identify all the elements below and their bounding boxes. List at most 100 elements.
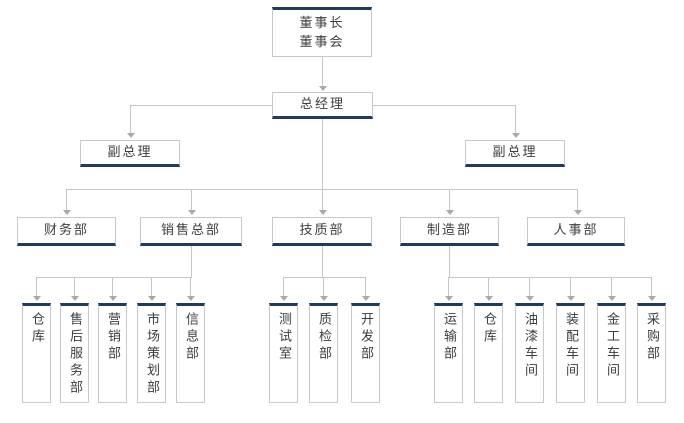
arrow-down-icon [319,86,327,91]
connector-line [577,189,578,210]
connector-line [74,277,75,297]
node-label: 董事会 [299,35,345,50]
node-label: 测试室 [276,312,291,363]
arrow-down-icon [188,210,196,215]
node-label: 财务部 [43,223,89,238]
connector-line [322,57,323,88]
node-label: 技质部 [299,223,345,238]
org-node-hr-dept: 人事部 [527,217,625,246]
arrow-down-icon [33,296,41,301]
arrow-down-icon [319,210,327,215]
connector-line [283,277,366,278]
connector-line [449,189,450,210]
connector-line [36,277,192,278]
org-node-test-room: 测试室 [269,303,298,403]
arrow-down-icon [512,133,520,138]
connector-line [151,277,152,297]
node-label: 人事部 [553,223,599,238]
connector-line [611,277,612,297]
org-node-market-planning-dept: 市场策划部 [137,303,166,403]
node-label: 油漆车间 [522,312,537,380]
connector-line [373,105,516,106]
node-label: 采购部 [644,312,659,363]
org-node-deputy-manager-left: 副总理 [80,140,180,167]
org-node-chairman-board: 董事长 董事会 [272,7,372,57]
arrow-down-icon [446,210,454,215]
org-node-tech-quality-dept: 技质部 [272,217,372,246]
node-label: 开发部 [358,312,373,363]
org-node-information-dept: 信息部 [176,303,205,403]
org-node-metalwork-workshop: 金工车间 [597,303,626,403]
arrow-down-icon [567,296,575,301]
node-label: 制造部 [426,223,472,238]
arrow-down-icon [445,296,453,301]
connector-line [448,277,449,297]
org-node-manufacturing-dept: 制造部 [400,217,499,246]
org-node-assembly-workshop: 装配车间 [556,303,585,403]
connector-line [191,189,192,210]
node-label: 营销部 [105,312,120,363]
arrow-down-icon [280,296,288,301]
node-label: 副总理 [492,145,538,160]
connector-line [651,277,652,297]
org-node-transport-dept: 运输部 [434,303,463,403]
connector-line [190,277,191,297]
connector-line [36,277,37,297]
arrow-down-icon [526,296,534,301]
arrow-down-icon [608,296,616,301]
connector-line [322,246,323,278]
arrow-down-icon [109,296,117,301]
org-node-warehouse-sales: 仓库 [22,303,51,403]
connector-line [130,105,273,106]
node-label: 销售总部 [160,223,221,238]
org-node-sales-hq: 销售总部 [140,217,242,246]
node-label: 运输部 [441,312,456,363]
connector-line [570,277,571,297]
connector-line [322,119,323,189]
node-label: 总经理 [299,97,345,112]
arrow-down-icon [63,210,71,215]
connector-line [66,189,67,210]
node-label: 售后服务部 [67,312,82,397]
connector-line [529,277,530,297]
arrow-down-icon [648,296,656,301]
connector-line [283,277,284,297]
arrow-down-icon [574,210,582,215]
connector-line [322,189,323,210]
node-label: 仓库 [481,312,496,346]
node-label: 信息部 [183,312,198,363]
node-label: 仓库 [29,312,44,346]
node-label: 董事长 [299,16,345,31]
arrow-down-icon [320,296,328,301]
org-node-quality-inspection-dept: 质检部 [309,303,338,403]
org-node-deputy-manager-right: 副总理 [465,140,565,167]
connector-line [365,277,366,297]
org-node-purchasing-dept: 采购部 [637,303,666,403]
org-node-general-manager: 总经理 [272,92,373,119]
node-label: 副总理 [107,145,153,160]
org-node-paint-workshop: 油漆车间 [515,303,544,403]
node-label: 市场策划部 [144,312,159,397]
connector-line [191,246,192,278]
arrow-down-icon [71,296,79,301]
connector-line [449,246,450,278]
org-node-marketing-dept: 营销部 [98,303,127,403]
arrow-down-icon [127,133,135,138]
org-node-finance-dept: 财务部 [17,217,116,246]
org-node-warehouse-manufacturing: 仓库 [474,303,503,403]
node-label: 质检部 [316,312,331,363]
node-label: 金工车间 [604,312,619,380]
connector-line [448,277,652,278]
org-node-development-dept: 开发部 [351,303,380,403]
connector-line [323,277,324,297]
arrow-down-icon [485,296,493,301]
arrow-down-icon [148,296,156,301]
node-label: 装配车间 [563,312,578,380]
connector-line [488,277,489,297]
org-node-after-sales-service-dept: 售后服务部 [60,303,89,403]
connector-line [515,105,516,133]
arrow-down-icon [362,296,370,301]
connector-line [130,105,131,133]
connector-line [112,277,113,297]
